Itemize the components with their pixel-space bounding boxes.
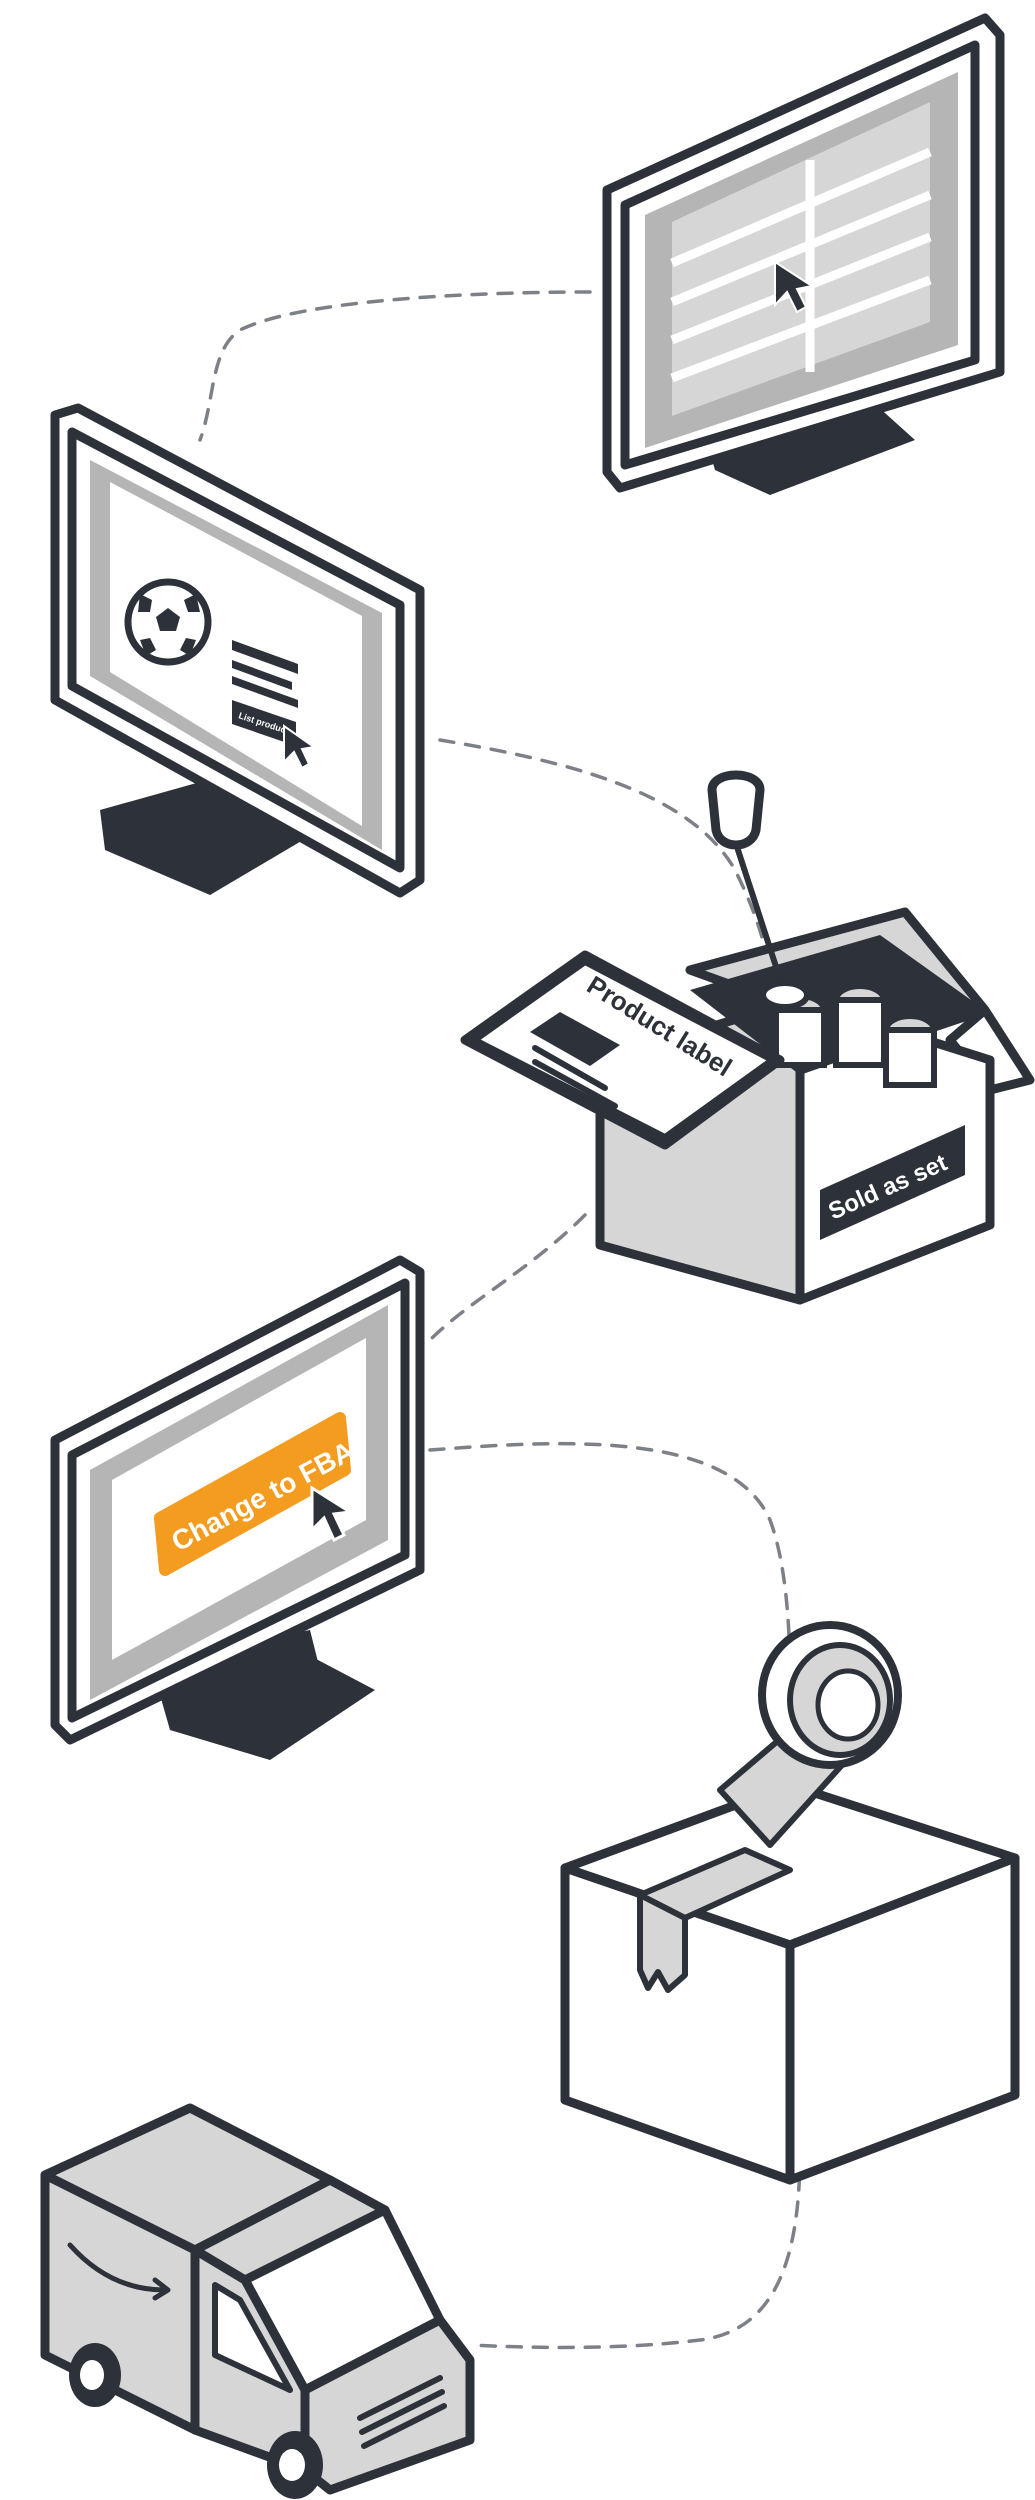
monitor-spreadsheet xyxy=(607,18,1000,495)
delivery-van xyxy=(45,2108,470,2499)
monitor-icon xyxy=(607,18,1000,495)
soccer-ball-icon xyxy=(128,582,208,662)
delivery-van-icon xyxy=(45,2108,470,2490)
product-box-sold-as-set: Product label Sold as set xyxy=(465,775,1030,1300)
box-icon xyxy=(565,1785,1015,2180)
monitor-change-to-fba: Change to FBA xyxy=(55,1260,420,1760)
taped-shipping-box xyxy=(565,1625,1015,2180)
monitor-product-listing: List product xyxy=(55,408,420,895)
